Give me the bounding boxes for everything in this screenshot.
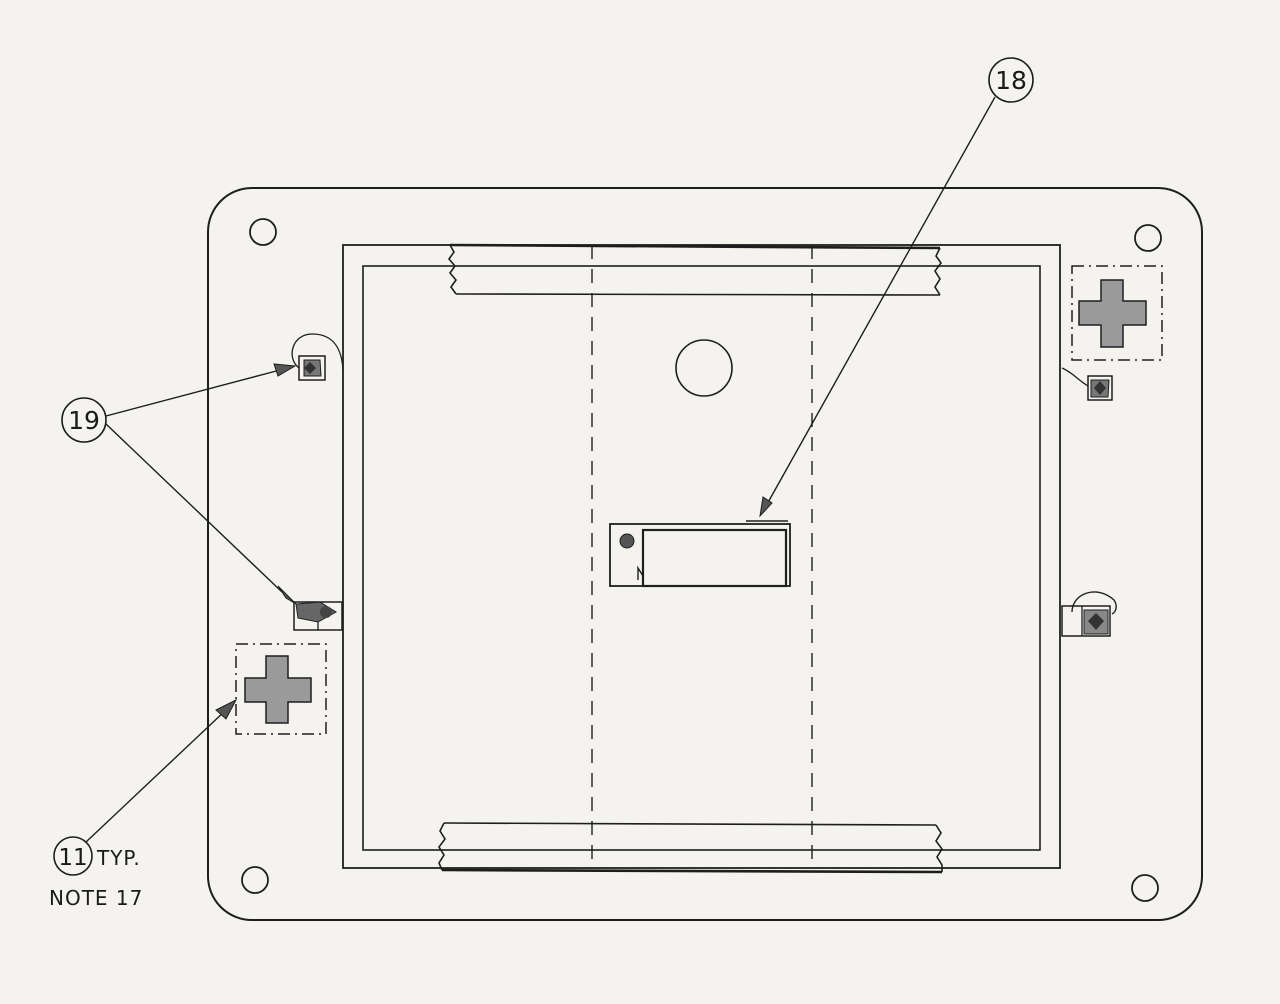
housing-outer-frame: [342, 244, 1061, 869]
cross-pad-left: [235, 643, 327, 735]
callout-18-number: 18: [995, 66, 1027, 95]
wire-terminal-upper-right: [1061, 367, 1113, 401]
callout-11-number: 11: [58, 845, 87, 871]
callout-19: 19: [61, 363, 297, 605]
label-plate-indicator: [619, 533, 635, 549]
wire-terminal-upper-left: [291, 333, 344, 381]
base-plate: [207, 187, 1203, 921]
mounting-hole-bottom-left: [241, 866, 269, 894]
wire-terminal-lower-right: [1061, 591, 1117, 637]
tape-strip-top: [447, 243, 942, 296]
label-plate-mark: [637, 565, 644, 580]
housing-port-hole: [675, 339, 733, 397]
callout-11: 11 TYP. NOTE 17: [49, 698, 238, 910]
tape-strip-bottom: [438, 822, 943, 874]
label-plate-inner: [641, 528, 788, 588]
mounting-holes: [241, 218, 1162, 902]
wire-terminal-lower-left: [293, 601, 343, 631]
callout-11-note: NOTE 17: [49, 886, 143, 910]
callout-19-number: 19: [68, 406, 100, 435]
mounting-hole-top-left: [249, 218, 277, 246]
label-plate-outer: [609, 523, 791, 587]
cross-pad-right: [1071, 265, 1163, 361]
hidden-lines: [591, 245, 813, 868]
mounting-hole-bottom-right: [1131, 874, 1159, 902]
callout-11-suffix: TYP.: [96, 846, 141, 870]
callout-18: 18: [746, 57, 1034, 522]
mounting-hole-top-right: [1134, 224, 1162, 252]
label-plate: [609, 523, 791, 588]
housing-inner-frame: [362, 265, 1041, 851]
